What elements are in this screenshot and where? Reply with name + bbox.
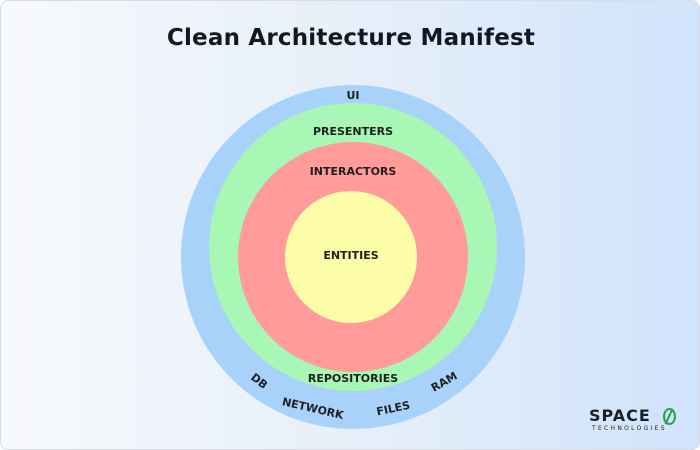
page-title: Clean Architecture Manifest [166, 25, 536, 51]
label-ui: UI [346, 89, 359, 102]
logo-wordmark: SPACE [589, 406, 651, 425]
label-repositories: REPOSITORIES [308, 372, 398, 385]
brand-logo: SPACE TECHNOLOGIES [589, 406, 689, 436]
logo-zero-icon [663, 408, 676, 425]
label-presenters: PRESENTERS [313, 125, 393, 138]
label-interactors: INTERACTORS [310, 165, 397, 178]
ring-entities [285, 191, 417, 323]
logo-subtitle: TECHNOLOGIES [592, 425, 667, 432]
label-entities: ENTITIES [323, 249, 378, 262]
